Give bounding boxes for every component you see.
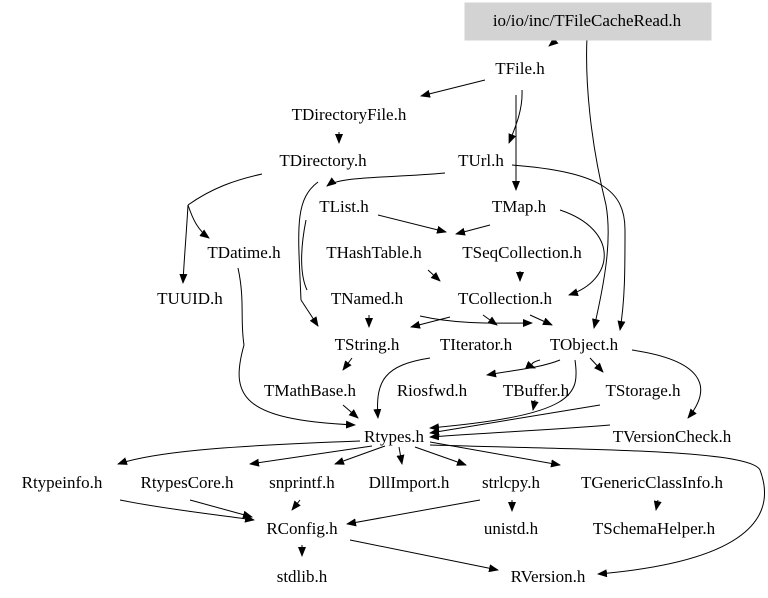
edge — [631, 349, 702, 419]
node-tbuffer[interactable]: TBuffer.h — [503, 381, 570, 400]
edge — [410, 316, 451, 329]
edge — [187, 173, 263, 206]
edge — [525, 359, 541, 369]
edge — [586, 36, 607, 206]
edge — [119, 499, 255, 523]
edge — [349, 539, 499, 573]
node-rconfig[interactable]: RConfig.h — [266, 519, 338, 538]
node-tdirectoryfile[interactable]: TDirectoryFile.h — [292, 105, 407, 124]
node-titerator[interactable]: TIterator.h — [440, 335, 513, 354]
edge — [334, 445, 386, 465]
edge — [455, 224, 491, 236]
node-tfile[interactable]: TFile.h — [495, 59, 545, 78]
edge — [486, 359, 561, 378]
node-tseqcollection[interactable]: TSeqCollection.h — [462, 243, 582, 262]
node-snprintf[interactable]: snprintf.h — [269, 473, 335, 492]
edge — [530, 399, 539, 411]
node-tstring[interactable]: TString.h — [335, 335, 400, 354]
node-rtypescore[interactable]: RtypesCore.h — [140, 473, 234, 492]
edge — [187, 204, 210, 239]
node-riosfwd[interactable]: Riosfwd.h — [397, 381, 468, 400]
edge — [414, 446, 467, 466]
edge — [291, 499, 301, 511]
edge — [419, 315, 533, 328]
edge — [429, 424, 611, 441]
edge-layer — [117, 36, 765, 578]
node-tschemahelper[interactable]: TSchemaHelper.h — [593, 519, 716, 538]
node-tlist[interactable]: TList.h — [319, 197, 369, 216]
node-tgenericclassinfo[interactable]: TGenericClassInfo.h — [581, 473, 724, 492]
node-tcollection[interactable]: TCollection.h — [458, 289, 552, 308]
node-turl[interactable]: TUrl.h — [458, 151, 504, 170]
edge — [238, 344, 356, 429]
edge — [396, 446, 405, 465]
edge — [429, 404, 601, 436]
root-node-box — [464, 2, 712, 41]
edge — [427, 269, 441, 282]
node-stdlib[interactable]: stdlib.h — [277, 567, 328, 586]
edge — [559, 209, 605, 297]
edge — [373, 357, 431, 419]
node-root[interactable]: io/io/inc/TFileCacheRead.h — [493, 11, 682, 30]
node-strlcpy[interactable]: strlcpy.h — [482, 473, 540, 492]
node-tstorage[interactable]: TStorage.h — [605, 381, 681, 400]
node-tmathbase[interactable]: TMathBase.h — [264, 381, 357, 400]
edge — [589, 357, 604, 373]
node-tversioncheck[interactable]: TVersionCheck.h — [613, 427, 732, 446]
edge — [511, 164, 626, 331]
node-tmap[interactable]: TMap.h — [492, 197, 547, 216]
edge — [326, 172, 446, 187]
node-tdatime[interactable]: TDatime.h — [207, 243, 281, 262]
node-tuuid[interactable]: TUUID.h — [157, 289, 223, 308]
node-rtypes[interactable]: Rtypes.h — [364, 427, 424, 446]
edge — [653, 499, 662, 511]
edge — [420, 79, 486, 98]
edge — [342, 404, 359, 419]
node-tdirectory[interactable]: TDirectory.h — [279, 151, 367, 170]
edge — [508, 89, 523, 144]
node-tobject[interactable]: TObject.h — [550, 335, 619, 354]
edge — [301, 219, 308, 291]
edge — [377, 214, 447, 234]
edge — [482, 314, 498, 326]
edge — [179, 204, 189, 284]
node-rtypeinfo[interactable]: Rtypeinfo.h — [22, 473, 103, 492]
node-rversion[interactable]: RVersion.h — [511, 567, 586, 586]
edge — [117, 440, 361, 465]
node-thashtable[interactable]: THashTable.h — [326, 243, 422, 262]
edge — [346, 499, 481, 527]
edge — [237, 267, 245, 346]
edge — [249, 445, 373, 467]
edge — [342, 357, 353, 371]
node-tnamed[interactable]: TNamed.h — [331, 289, 404, 308]
edge — [189, 499, 253, 519]
edge — [592, 204, 609, 329]
node-dllimport[interactable]: DllImport.h — [369, 473, 450, 492]
node-unistd[interactable]: unistd.h — [484, 519, 539, 538]
edge — [298, 181, 319, 301]
edge — [429, 444, 765, 578]
edge — [300, 299, 319, 327]
edge — [529, 314, 553, 326]
edge — [429, 359, 577, 432]
node-layer: io/io/inc/TFileCacheRead.h TFile.h TDire… — [22, 2, 732, 586]
